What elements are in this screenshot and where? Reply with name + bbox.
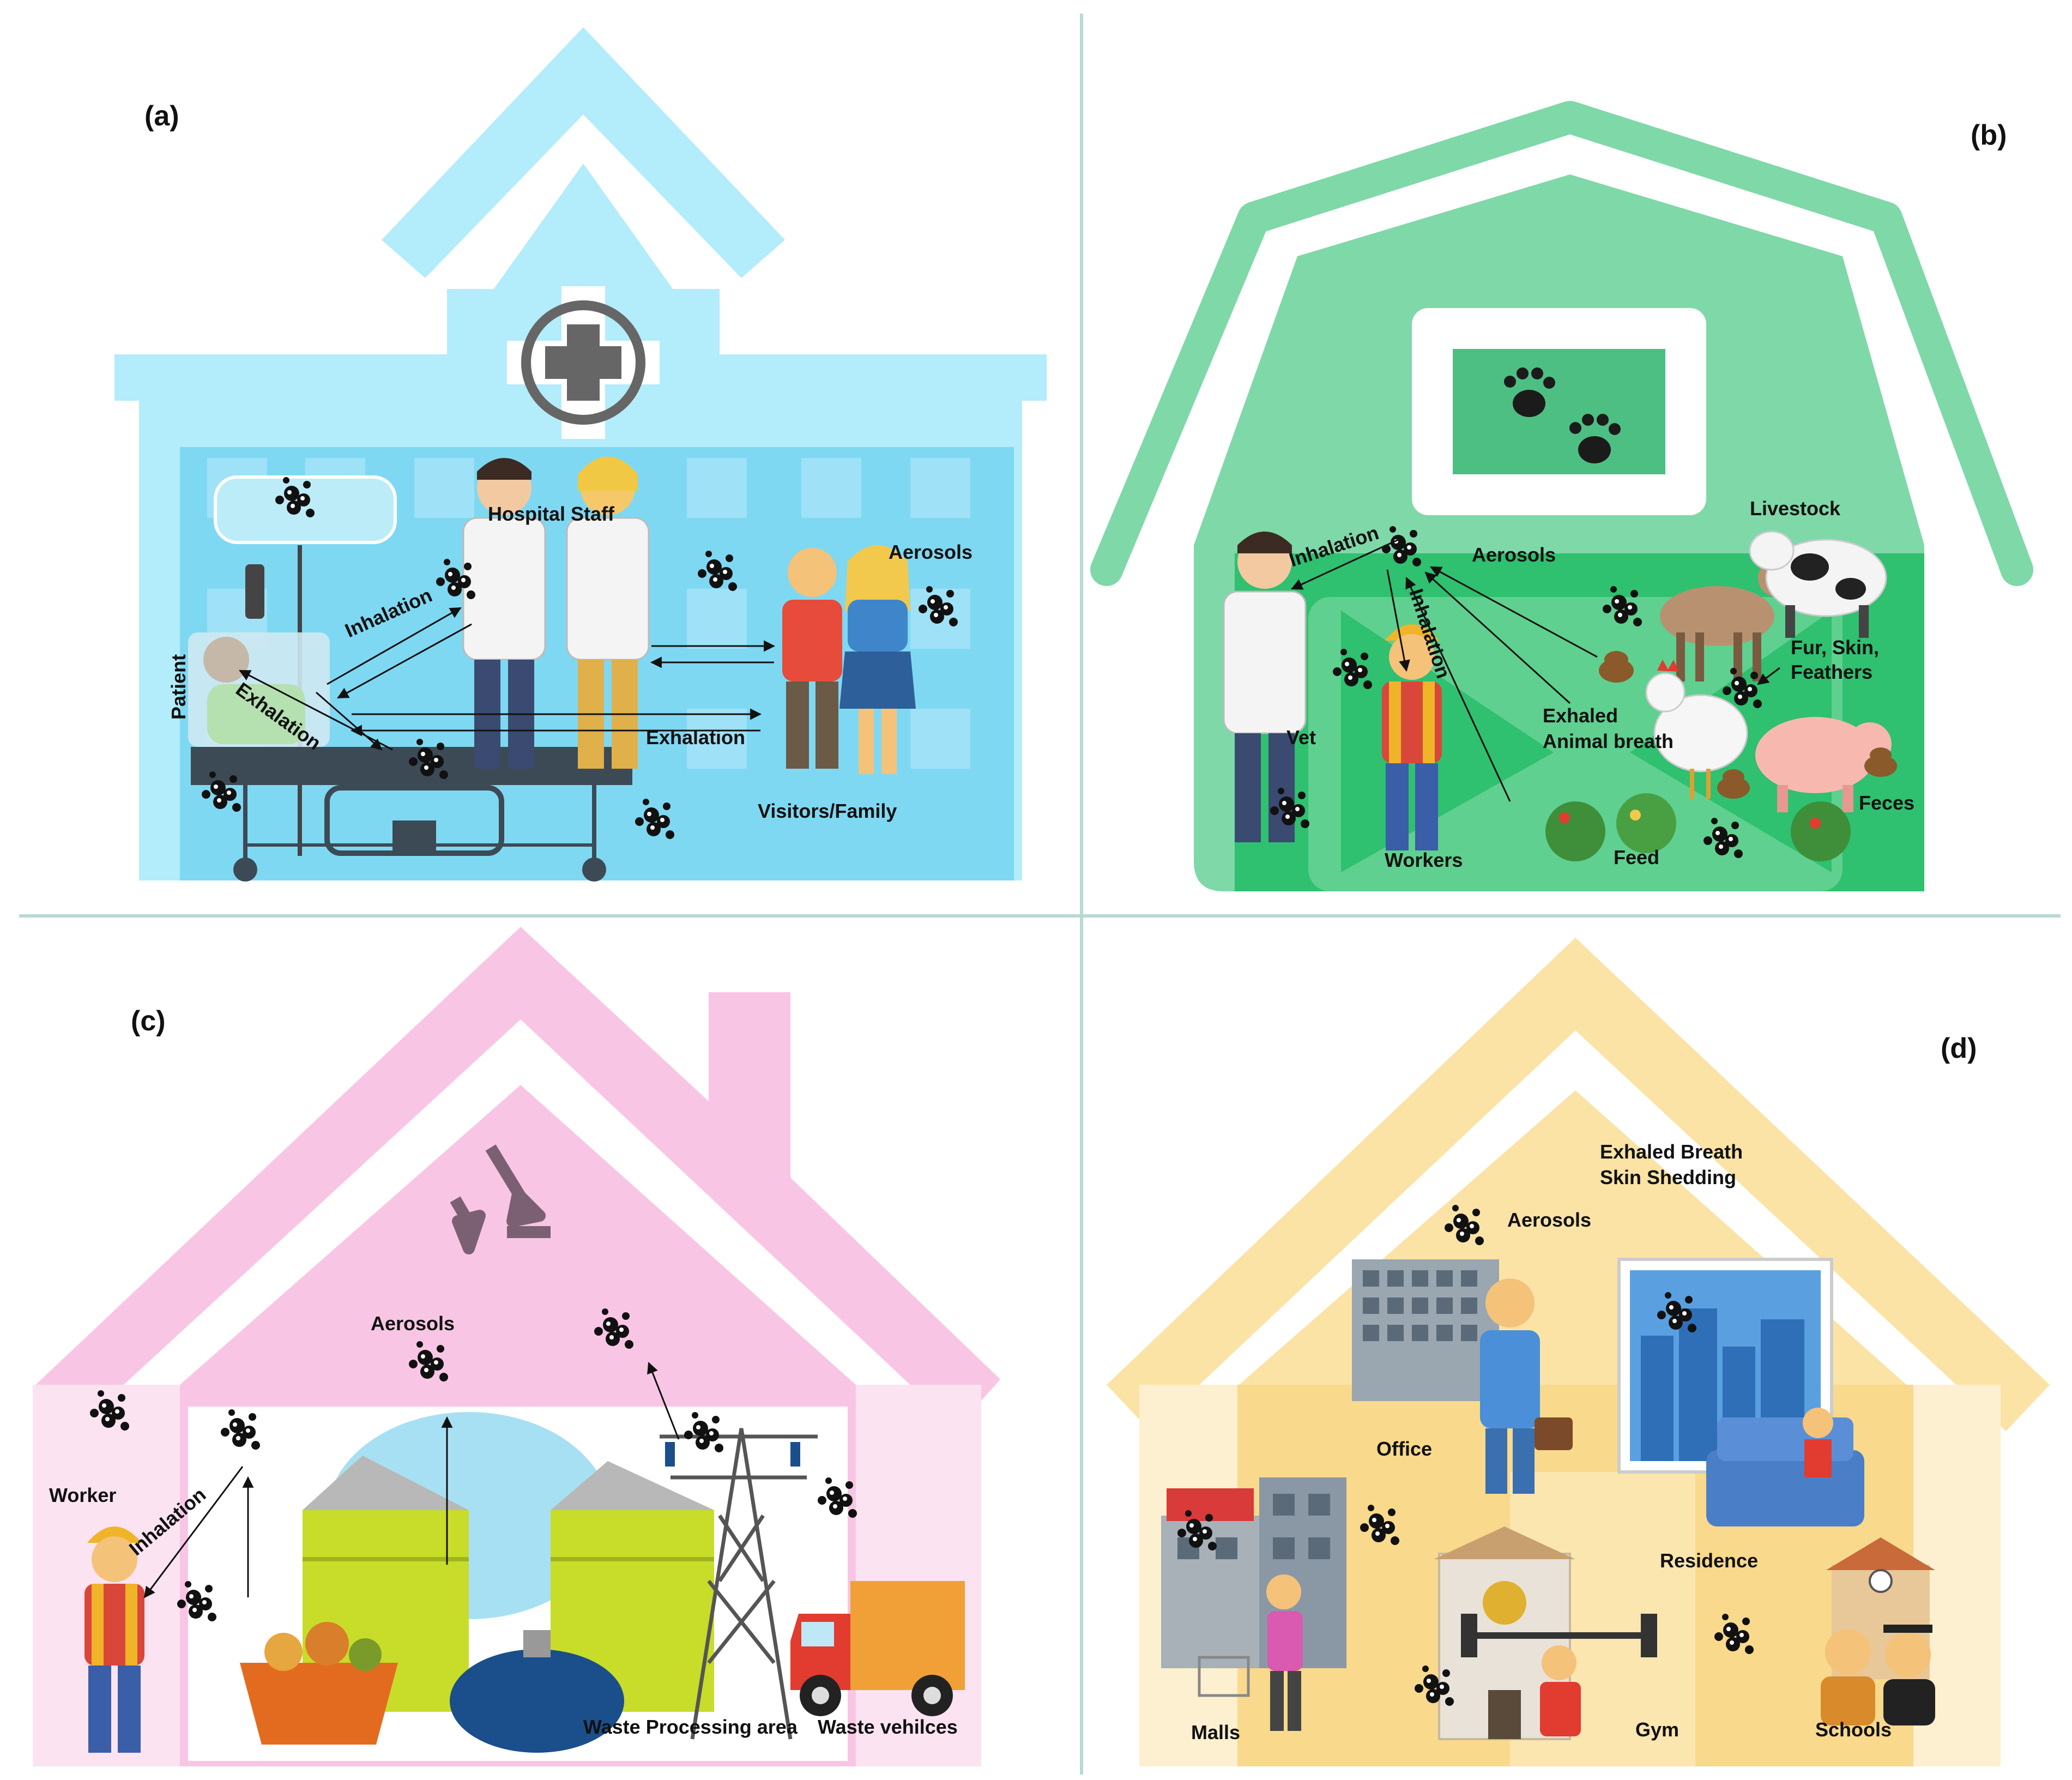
feed-icons	[1545, 793, 1851, 861]
hospital-bed-icon	[191, 747, 632, 882]
paw-print-icon	[1504, 367, 1621, 463]
panel-a-letter: (a)	[144, 100, 179, 132]
label-worker: Worker	[49, 1484, 116, 1506]
label-exhaled-breath: Exhaled Breath	[1600, 1141, 1743, 1163]
label-exhaled: Exhaled	[1543, 704, 1618, 727]
office-worker-figure	[1480, 1278, 1573, 1494]
label-aerosols-b: Aerosols	[1472, 544, 1556, 566]
recycle-icon	[450, 1144, 551, 1254]
panel-c-letter: (c)	[131, 1005, 166, 1037]
shopper-figure	[1198, 1574, 1303, 1731]
office-building-icon	[1352, 1259, 1499, 1401]
chicken-icon	[1645, 660, 1748, 799]
label-residence: Residence	[1660, 1549, 1758, 1572]
label-malls: Malls	[1191, 1721, 1240, 1743]
panel-d-indoor-spaces: (d) Exhaled Breath Skin Shedding Aerosol…	[1107, 938, 2050, 1766]
power-tower-icon	[660, 1428, 818, 1740]
label-schools: Schools	[1815, 1718, 1892, 1741]
patient-figure	[188, 632, 330, 747]
panel-d-letter: (d)	[1941, 1033, 1977, 1064]
student-figures	[1821, 1625, 1935, 1725]
hospital-roof-outer	[382, 27, 785, 278]
planter-icon	[240, 1622, 398, 1745]
indoor-roof	[1107, 938, 2050, 1431]
visitor-figures	[782, 545, 916, 774]
pig-icon	[1755, 717, 1892, 812]
label-waste-processing-area: Waste Processing area	[583, 1716, 798, 1738]
label-feed: Feed	[1614, 846, 1659, 868]
label-skin-shedding: Skin Shedding	[1600, 1166, 1736, 1188]
label-gym: Gym	[1635, 1718, 1679, 1741]
panel-c-arrows	[143, 1362, 680, 1598]
blue-tank	[450, 1649, 624, 1753]
mall-building-icon	[1161, 1477, 1346, 1668]
cow-icon	[1749, 530, 1887, 638]
label-animal-breath: Animal breath	[1543, 730, 1674, 752]
label-vet: Vet	[1286, 726, 1316, 749]
feces-icons	[1599, 651, 1897, 799]
label-feces: Feces	[1859, 792, 1914, 814]
panel-a-arrows	[239, 607, 776, 751]
medical-cross-icon	[507, 286, 660, 439]
label-hospital-staff: Hospital Staff	[488, 503, 615, 525]
label-office: Office	[1376, 1438, 1432, 1460]
waste-truck-icon	[790, 1581, 965, 1716]
panel-b-arrows	[1291, 539, 1780, 802]
panel-b-letter: (b)	[1971, 119, 2007, 151]
label-aerosols-a: Aerosols	[889, 541, 972, 563]
weightlifter-figure	[1461, 1614, 1657, 1736]
label-waste-vehicles: Waste vehilces	[818, 1716, 958, 1738]
label-aerosols-c: Aerosols	[371, 1312, 455, 1335]
label-patient: Patient	[167, 654, 190, 720]
label-exhalation-a: Exhalation	[646, 726, 745, 749]
panel-b-barn: (b) Inhalation Aerosols Livestock Inhala…	[1090, 101, 2033, 891]
barn-roof	[1090, 101, 2033, 586]
sofa-icon	[1706, 1408, 1864, 1526]
waste-house-roof	[33, 927, 1000, 1428]
label-feathers: Feathers	[1791, 661, 1872, 683]
label-aerosols-d: Aerosols	[1507, 1209, 1591, 1231]
label-visitors-family: Visitors/Family	[758, 800, 897, 822]
label-livestock: Livestock	[1750, 497, 1841, 520]
panel-c-waste-house: (c) Aerosols Worker Inhalation Waste Pro…	[33, 927, 1000, 1766]
label-workers: Workers	[1385, 849, 1463, 871]
label-fur-skin: Fur, Skin,	[1791, 636, 1879, 659]
panel-a-hospital: (a) Hospital Staff Aerosols Inhalation E…	[114, 27, 1047, 882]
paw-window	[1412, 308, 1706, 515]
